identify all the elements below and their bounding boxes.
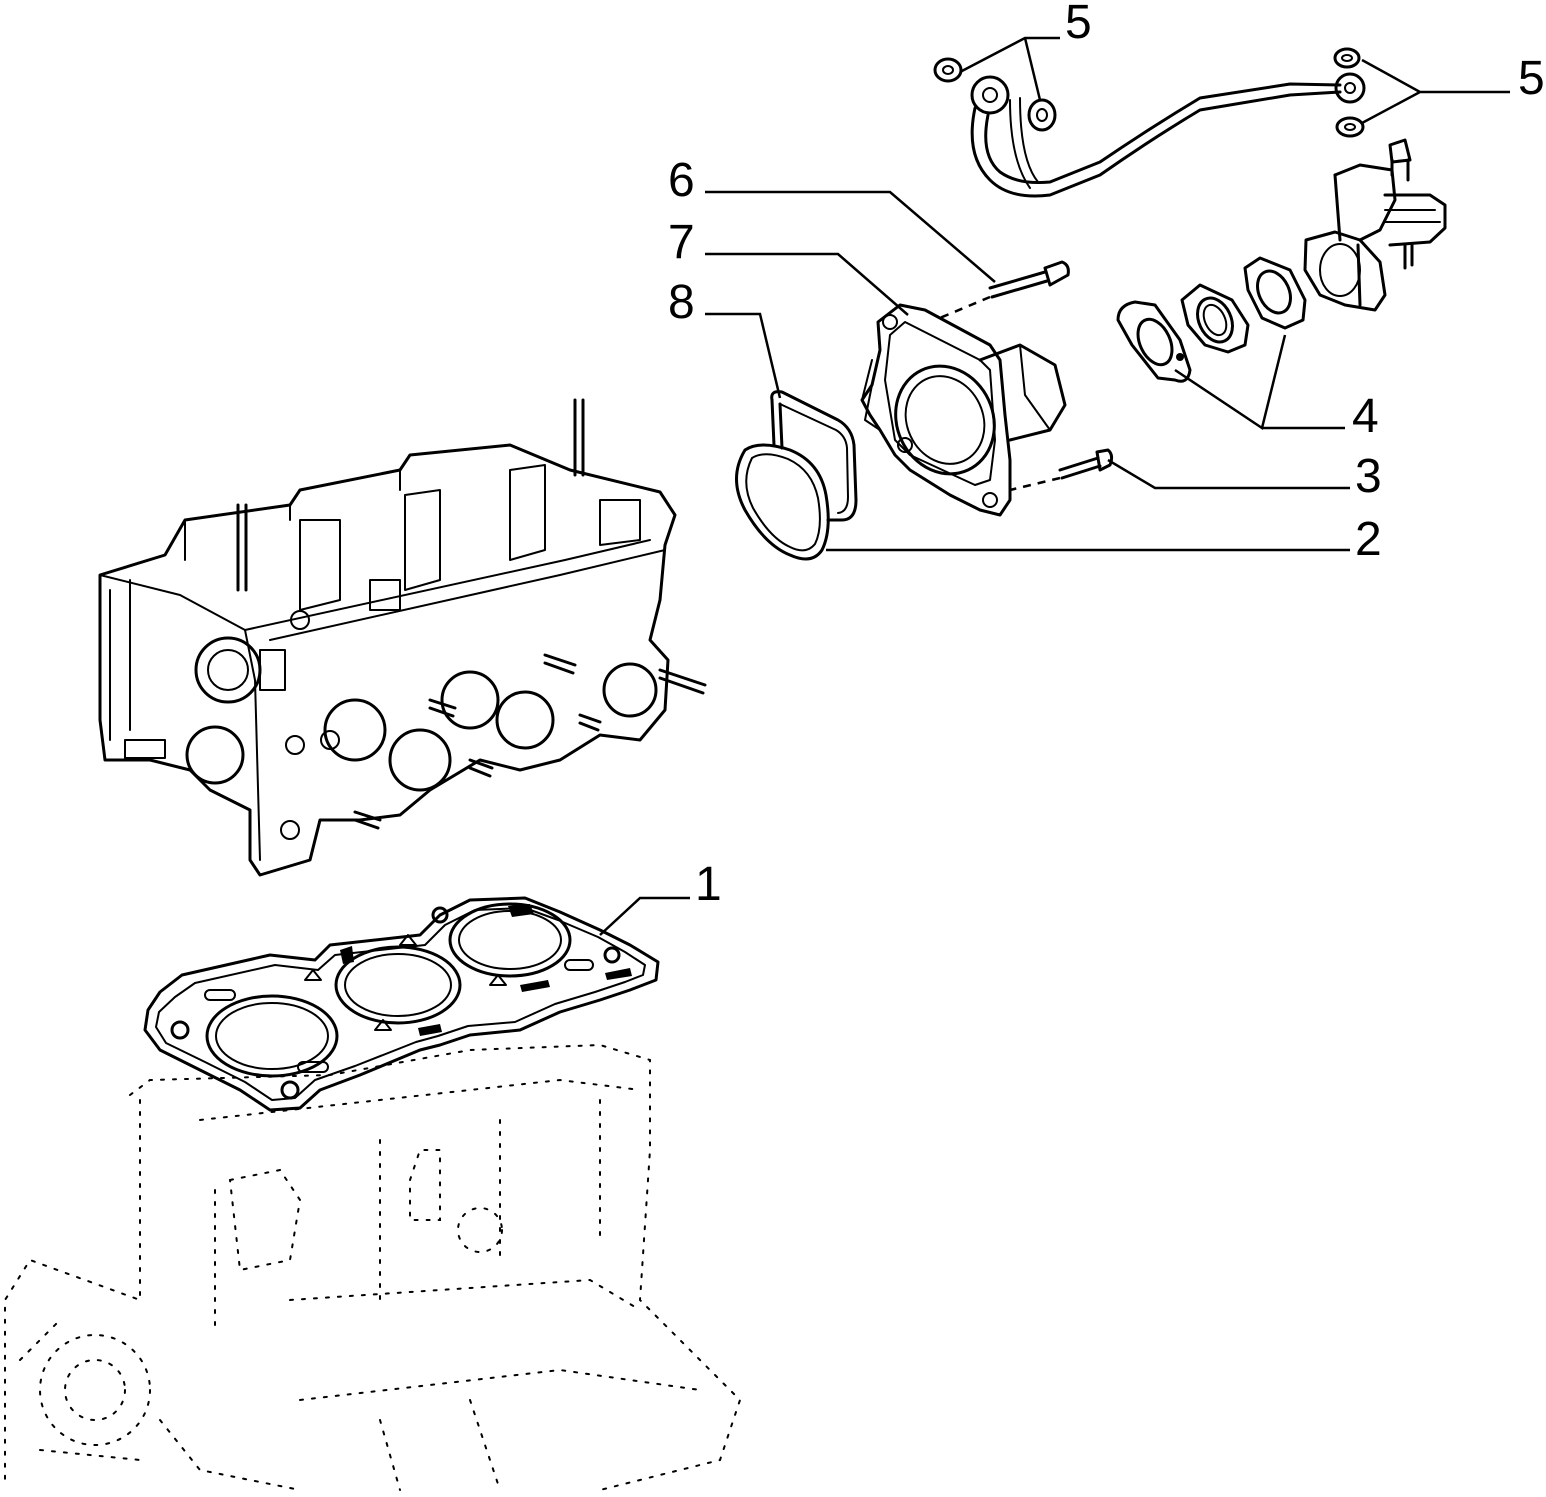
o-ring-seal [735, 443, 830, 561]
leader-4 [1174, 334, 1345, 431]
cylinder-head-drawing [98, 398, 707, 877]
pipes [933, 47, 1366, 198]
callout-3: 3 [1355, 450, 1382, 503]
engine-block-drawing [4, 1043, 742, 1491]
leader-7 [705, 252, 909, 316]
upper-screw [934, 260, 1070, 322]
callout-5-right: 5 [1518, 52, 1545, 105]
callout-5-left: 5 [1065, 0, 1092, 49]
spacer-gaskets [1116, 256, 1307, 383]
housing [860, 303, 1067, 517]
leader-1 [599, 896, 690, 936]
square-seal [770, 390, 858, 522]
leader-3 [1107, 458, 1350, 490]
cylinder-head-gasket [143, 896, 660, 1112]
callout-8: 8 [668, 276, 695, 329]
callout-labels: 1 2 3 4 5 5 6 7 8 [668, 0, 1545, 911]
callout-7: 7 [668, 216, 695, 269]
callout-1: 1 [695, 858, 722, 911]
leader-6 [705, 190, 996, 283]
callout-2: 2 [1355, 513, 1382, 566]
leader-5a [959, 36, 1060, 101]
pump-assembly [1303, 138, 1447, 312]
callout-6: 6 [668, 154, 695, 207]
callout-4: 4 [1352, 390, 1379, 443]
lower-screw [1009, 448, 1114, 492]
leader-lines [599, 36, 1510, 936]
leader-5b [1361, 58, 1510, 125]
leader-8 [705, 312, 782, 399]
